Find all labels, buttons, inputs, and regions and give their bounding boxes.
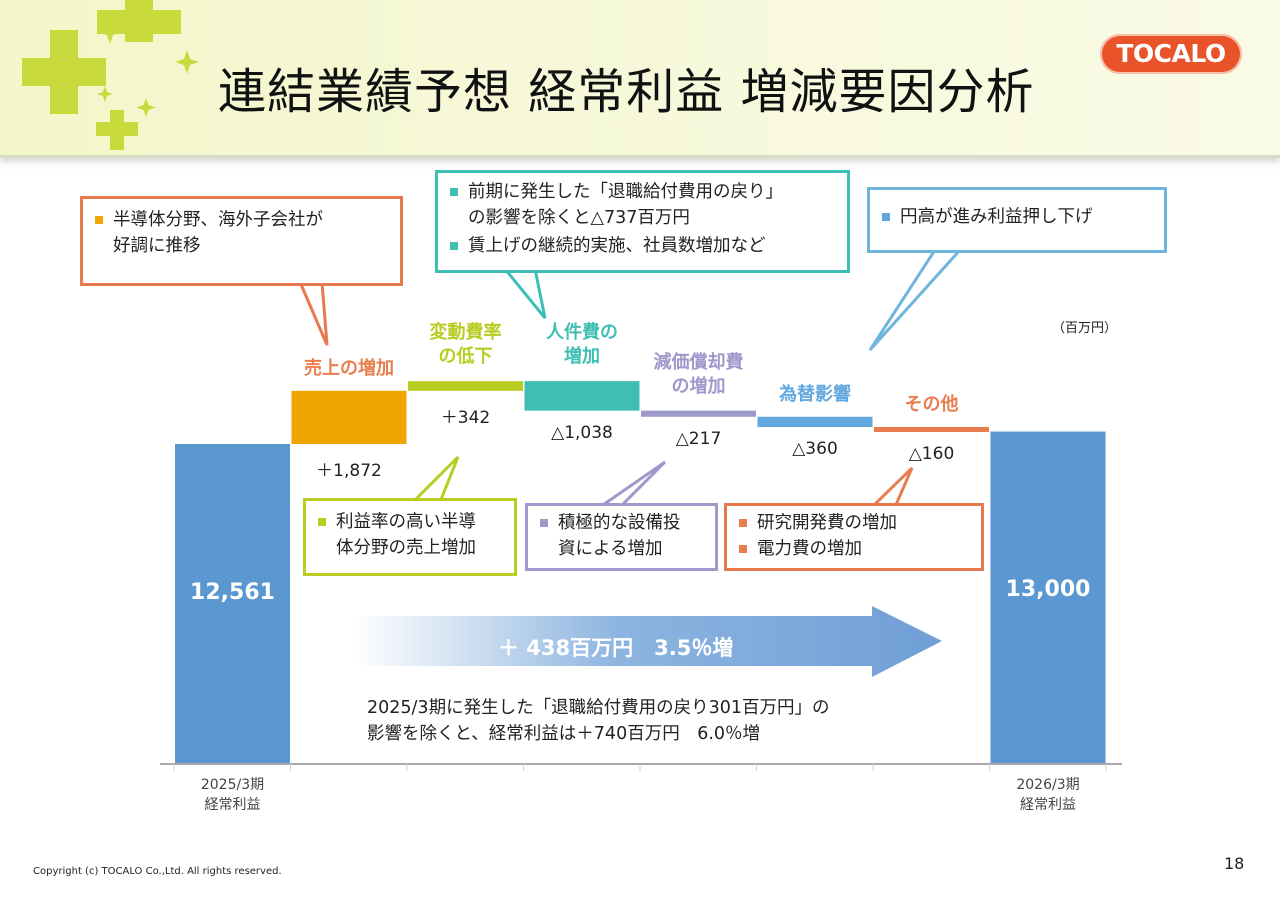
category-label-6: その他 [904, 393, 959, 415]
bar-step-2 [408, 381, 523, 391]
callout-labor-item-1: 前期に発生した「退職給付費用の戻り」の影響を除くと△737百万円 [450, 179, 837, 231]
bar-step-4 [641, 410, 756, 417]
category-label-5: 為替影響 [779, 383, 851, 405]
pointer-other [868, 466, 914, 509]
summary-arrow [355, 606, 942, 677]
pointer-fx [868, 248, 964, 352]
pointer-depr [595, 460, 667, 509]
category-label-2: 変動費率の低下 [429, 322, 502, 368]
callout-other-item-2: 電力費の増加 [739, 536, 971, 562]
callout-fx-text: 円高が進み利益押し下げ [882, 204, 1154, 230]
bar-end [990, 431, 1106, 764]
x-label-end: 2026/3期経常利益 [1016, 777, 1080, 813]
callout-sales-text: 半導体分野、海外子会社が好調に推移 [95, 207, 390, 259]
page-title: 連結業績予想 経常利益 増減要因分析 [218, 64, 1035, 120]
pointer-sales [297, 280, 329, 346]
value-label-2: ＋342 [440, 407, 491, 428]
bar-step-6 [874, 426, 989, 432]
callout-depreciation: 積極的な設備投資による増加 [525, 503, 718, 571]
bar-step-5 [757, 416, 873, 427]
pointer-labor [501, 267, 547, 319]
x-label-start: 2025/3期経常利益 [200, 777, 265, 813]
callout-labor-cost: 前期に発生した「退職給付費用の戻り」の影響を除くと△737百万円 賃上げの継続的… [435, 170, 850, 273]
copyright-text: Copyright (c) TOCALO Co.,Ltd. All rights… [33, 866, 282, 877]
category-label-3: 人件費の増加 [546, 322, 618, 368]
bar-step-3 [524, 381, 640, 411]
bar-start [175, 444, 290, 764]
pointer-variable [409, 455, 460, 504]
bar-step-1 [291, 390, 407, 444]
category-label-4: 減価償却費の増加 [653, 351, 744, 397]
value-label-1: ＋1,872 [316, 461, 382, 481]
header-banner: 連結業績予想 経常利益 増減要因分析 TOCALO [0, 0, 1280, 158]
bar-start-value: 12,561 [190, 580, 275, 605]
callout-variable-text: 利益率の高い半導体分野の売上増加 [318, 509, 504, 561]
callout-depreciation-text: 積極的な設備投資による増加 [540, 510, 705, 562]
summary-arrow-text: ＋ 438百万円 3.5％増 [498, 636, 734, 660]
callout-variable-cost: 利益率の高い半導体分野の売上増加 [303, 498, 517, 576]
plus-decoration [22, 0, 199, 150]
callout-sales-increase: 半導体分野、海外子会社が好調に推移 [80, 196, 403, 286]
callout-fx-impact: 円高が進み利益押し下げ [867, 187, 1167, 253]
category-label-1: 売上の増加 [304, 357, 394, 379]
callout-other-item-1: 研究開発費の増加 [739, 510, 971, 536]
callout-labor-item-2: 賃上げの継続的実施、社員数増加など [450, 233, 837, 259]
note-text: 2025/3期に発生した「退職給付費用の戻り301百万円」の影響を除くと、経常利… [367, 698, 830, 744]
callout-other: 研究開発費の増加 電力費の増加 [724, 503, 984, 571]
tocalo-logo: TOCALO [1100, 34, 1242, 74]
bar-end-value: 13,000 [1005, 577, 1091, 602]
value-label-6: △160 [908, 443, 955, 464]
value-label-3: △1,038 [551, 422, 613, 443]
unit-label: （百万円） [1052, 321, 1118, 336]
page-number: 18 [1224, 854, 1245, 873]
value-label-4: △217 [675, 428, 722, 449]
value-label-5: △360 [792, 438, 838, 459]
